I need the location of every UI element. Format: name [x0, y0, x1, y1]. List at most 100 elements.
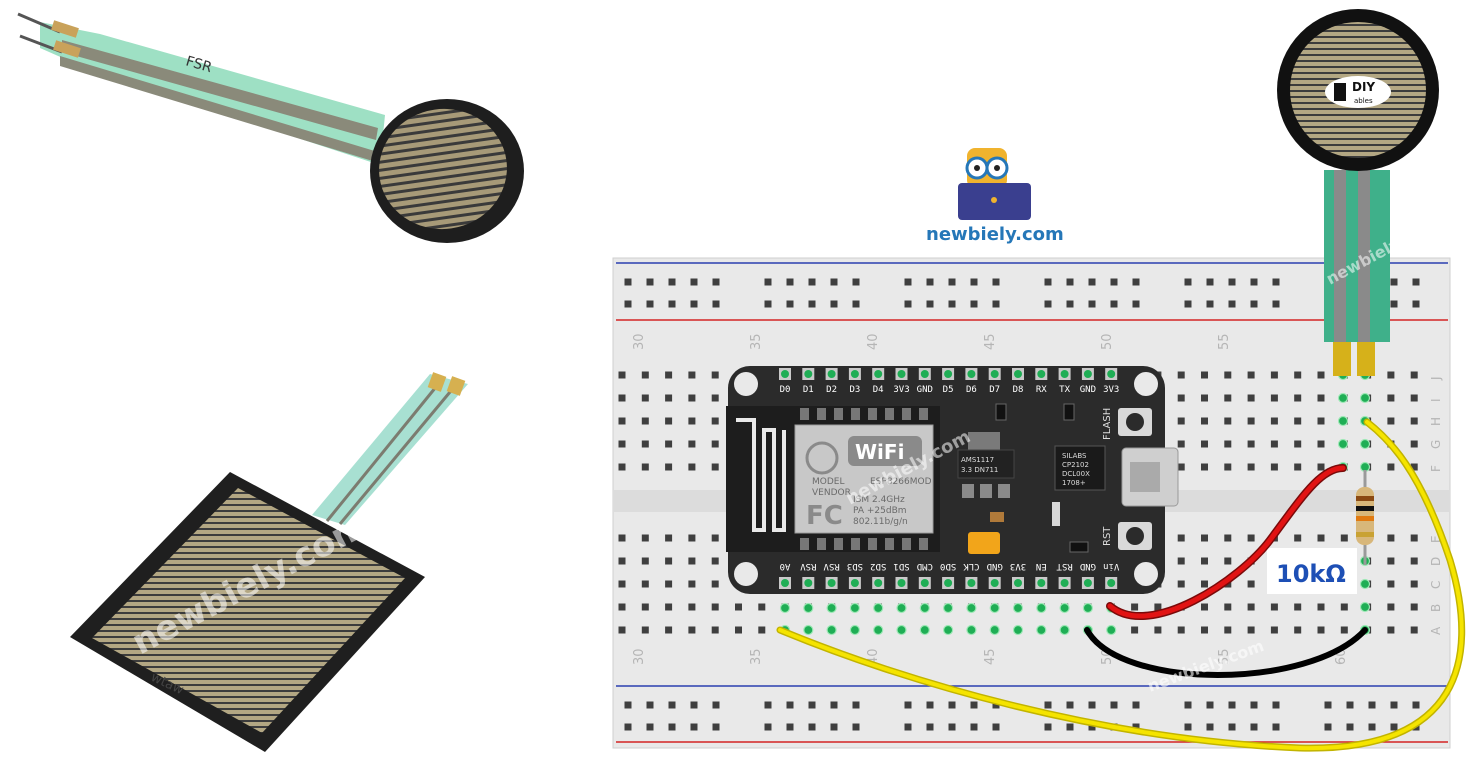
rail-hole: [712, 300, 720, 308]
rail-hole: [926, 723, 934, 731]
pin-label-top: 3V3: [1103, 385, 1119, 395]
rail-hole: [1044, 723, 1052, 731]
rail-hole: [1250, 300, 1258, 308]
breadboard-hole: [618, 580, 626, 588]
pin-label-top: 3V3: [893, 385, 909, 395]
rail-hole: [690, 300, 698, 308]
pin-bottom: GND: [987, 561, 1003, 589]
breadboard-hole: [1177, 534, 1185, 542]
breadboard-hole: [1247, 440, 1255, 448]
rail-hole: [1044, 701, 1052, 709]
rail-hole: [646, 723, 654, 731]
occupied-hole: [1359, 392, 1371, 404]
occupied-hole: [1012, 624, 1024, 636]
breadboard-hole: [665, 463, 673, 471]
occupied-hole: [919, 624, 930, 636]
breadboard-hole: [1340, 534, 1348, 542]
occupied-holes: [779, 369, 1371, 636]
occupied-hole: [966, 602, 977, 614]
rail-hole: [926, 701, 934, 709]
pin-label-top: D2: [826, 385, 837, 395]
breadboard-hole: [1201, 534, 1208, 542]
svg-text:D: D: [1429, 557, 1443, 566]
breadboard-hole: [1387, 394, 1395, 402]
breadboard-hole: [758, 626, 766, 634]
pin-top: GND: [1080, 368, 1096, 395]
rail-hole: [1110, 300, 1118, 308]
row-letters-top: J I H G F: [1429, 376, 1443, 472]
svg-text:3.3 DN711: 3.3 DN711: [961, 466, 998, 474]
svg-text:J: J: [1429, 376, 1443, 381]
breadboard-hole: [641, 440, 649, 448]
svg-text:F: F: [1429, 465, 1443, 472]
breadboard-hole: [618, 371, 626, 379]
occupied-hole: [1337, 392, 1349, 404]
breadboard-hole: [1294, 603, 1302, 611]
rail-hole: [926, 278, 934, 286]
breadboard-hole: [665, 557, 673, 565]
rail-hole: [668, 278, 676, 286]
breadboard-hole: [1201, 603, 1208, 611]
occupied-hole: [826, 602, 837, 614]
svg-text:45: 45: [983, 648, 998, 665]
pin-bottom: GND: [1080, 561, 1096, 589]
rail-hole: [904, 723, 912, 731]
breadboard-hole: [711, 603, 719, 611]
breadboard-hole: [735, 626, 742, 634]
pin-top: D5: [942, 368, 955, 395]
rail-hole: [1066, 701, 1074, 709]
breadboard-hole: [1387, 580, 1395, 588]
pin-label-bottom: 3V3: [1010, 561, 1026, 571]
pin-label-bottom: GND: [1080, 561, 1096, 571]
breadboard-hole: [1410, 417, 1418, 425]
rail-hole: [1228, 723, 1236, 731]
breadboard-hole: [1247, 603, 1255, 611]
breadboard-hole: [1247, 626, 1255, 634]
svg-text:35: 35: [749, 648, 764, 665]
rail-hole: [1088, 300, 1096, 308]
breadboard-hole: [1270, 463, 1278, 471]
svg-text:1708+: 1708+: [1062, 479, 1086, 487]
pin-label-bottom: RST: [1056, 561, 1073, 571]
breadboard-hole: [1224, 603, 1232, 611]
resistor-label-box: 10kΩ: [1267, 548, 1357, 594]
breadboard-hole: [711, 580, 719, 588]
rail-hole: [1250, 701, 1258, 709]
fsr-square-photo: wtaw newbiely.com: [70, 372, 468, 752]
breadboard-hole: [641, 394, 649, 402]
breadboard-hole: [1294, 626, 1302, 634]
breadboard-hole: [1224, 626, 1232, 634]
pin-label-top: D0: [780, 385, 791, 395]
pin-top: 3V3: [893, 368, 910, 395]
rail-hole: [1206, 300, 1214, 308]
occupied-hole: [1012, 602, 1024, 614]
rail-hole: [1390, 278, 1398, 286]
svg-text:H: H: [1429, 417, 1443, 426]
rail-hole: [808, 300, 816, 308]
row-letters-bottom: E D C B A: [1429, 535, 1443, 635]
breadboard-hole: [1201, 463, 1208, 471]
occupied-hole: [1036, 602, 1047, 614]
breadboard-hole: [1177, 580, 1185, 588]
pin-label-bottom: A0: [780, 561, 791, 571]
pin-label-bottom: CMD: [917, 561, 933, 571]
rail-hole: [1272, 300, 1280, 308]
breadboard-hole: [1410, 371, 1418, 379]
svg-text:PA +25dBm: PA +25dBm: [853, 506, 907, 516]
rail-hole: [1346, 723, 1354, 731]
pin-label-top: D5: [943, 385, 954, 395]
pin-bottom: Vin: [1103, 561, 1119, 589]
breadboard-hole: [1317, 417, 1325, 425]
rail-hole: [764, 300, 772, 308]
breadboard-hole: [711, 463, 719, 471]
breadboard-hole: [711, 417, 719, 425]
breadboard-hole: [641, 463, 649, 471]
rail-hole: [1044, 278, 1052, 286]
svg-text:ISM 2.4GHz: ISM 2.4GHz: [853, 495, 905, 505]
breadboard-hole: [618, 394, 626, 402]
breadboard-hole: [1294, 394, 1302, 402]
breadboard-hole: [1177, 463, 1185, 471]
fsr-print-text: FSR: [184, 53, 214, 76]
occupied-hole: [1059, 602, 1070, 614]
pin-label-top: TX: [1059, 385, 1070, 395]
